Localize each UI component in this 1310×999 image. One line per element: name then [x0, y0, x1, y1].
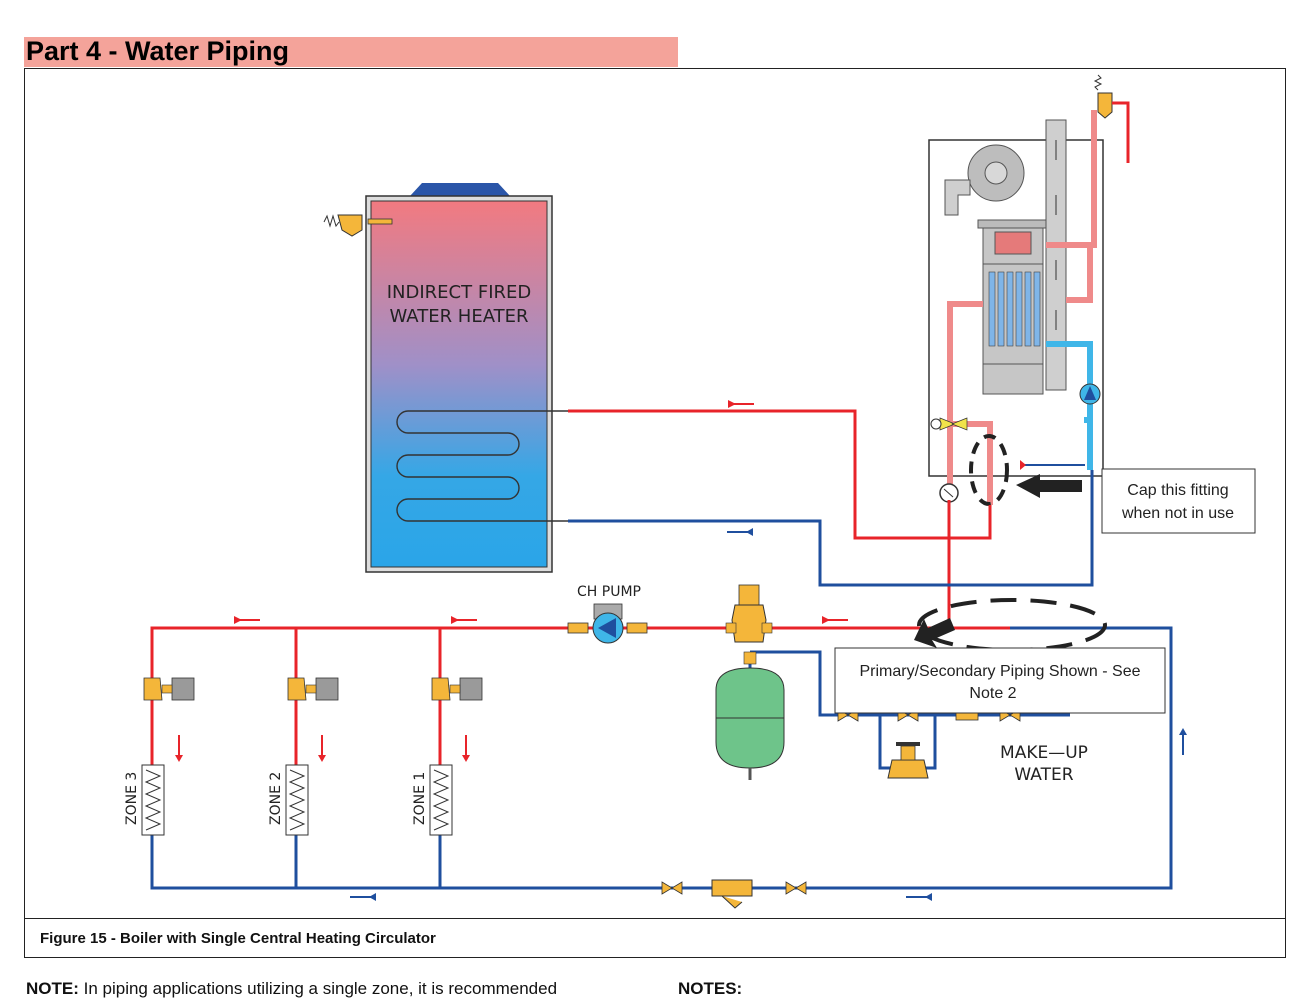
note-label: NOTE: [26, 979, 79, 998]
air-separator-icon [731, 604, 767, 643]
boiler-flue [1045, 119, 1067, 391]
caption-divider [25, 918, 1285, 919]
section-title: Part 4 - Water Piping [26, 36, 290, 66]
primary-secondary-line2: Note 2 [969, 685, 1016, 702]
ch-pump: CH PUMP [567, 584, 648, 644]
note-text: NOTE: In piping applications utilizing a… [26, 979, 557, 999]
strainer-icon [711, 879, 753, 897]
pressure-reducing-valve-icon [887, 759, 929, 779]
burner-icon [994, 231, 1032, 255]
heater-label-2: WATER HEATER [389, 306, 528, 327]
expansion-tank [715, 651, 785, 780]
figure-frame [24, 68, 1286, 958]
zone-valve-icon [431, 677, 451, 701]
ball-valve-icon [785, 881, 797, 895]
zone-2-label: ZONE 2 [268, 772, 284, 825]
makeup-label-1: MAKE—UP [1000, 743, 1088, 763]
return-piping [150, 470, 1173, 890]
exchanger-tubes [988, 271, 1041, 347]
makeup-label-2: WATER [1014, 765, 1073, 785]
cap-callout-line2: when not in use [1121, 505, 1234, 522]
heater-top-cap [410, 183, 510, 196]
heater-relief-pipe [367, 218, 393, 225]
heater-tank [370, 200, 548, 568]
return-valves [661, 879, 807, 909]
notes-heading: NOTES: [678, 979, 743, 998]
ball-valve-icon [661, 881, 673, 895]
zone-valve-icon [287, 677, 307, 701]
makeup-water-assembly: MAKE—UP WATER [837, 708, 1088, 785]
zone-1-label: ZONE 1 [412, 772, 428, 825]
air-intake [944, 179, 971, 216]
cap-fitting-highlight [969, 434, 1009, 506]
primary-secondary-arrow [914, 618, 955, 648]
cap-callout-line1: Cap this fitting [1127, 482, 1228, 499]
heater-label-1: INDIRECT FIRED [387, 282, 532, 303]
cap-fitting-arrow [1016, 474, 1082, 498]
heater-relief-valve-icon [337, 214, 363, 237]
zone-valve-icon [143, 677, 163, 701]
heater-coil [396, 410, 568, 522]
boiler-unit [928, 74, 1130, 506]
spring-icon [323, 214, 340, 228]
flow-arrows [175, 400, 1187, 901]
ch-pump-label: CH PUMP [577, 584, 641, 600]
air-separator [725, 584, 773, 643]
indirect-water-heater: INDIRECT FIRED WATER HEATER [323, 183, 568, 573]
zone-2: ZONE 2 [268, 677, 339, 836]
zone-1: ZONE 1 [412, 677, 483, 836]
supply-piping [150, 409, 1010, 765]
zone-3: ZONE 3 [124, 677, 195, 836]
zone-3-label: ZONE 3 [124, 772, 140, 825]
section-title-bar [24, 37, 678, 67]
cap-fitting-callout: Cap this fitting when not in use [1101, 468, 1256, 534]
figure-caption: Figure 15 - Boiler with Single Central H… [40, 930, 436, 947]
note-body: In piping applications utilizing a singl… [78, 979, 558, 998]
boiler-relief-valve-icon [1097, 92, 1113, 119]
primary-secondary-line1: Primary/Secondary Piping Shown - See [859, 663, 1140, 680]
primary-secondary-callout: Primary/Secondary Piping Shown - See Not… [834, 598, 1166, 714]
